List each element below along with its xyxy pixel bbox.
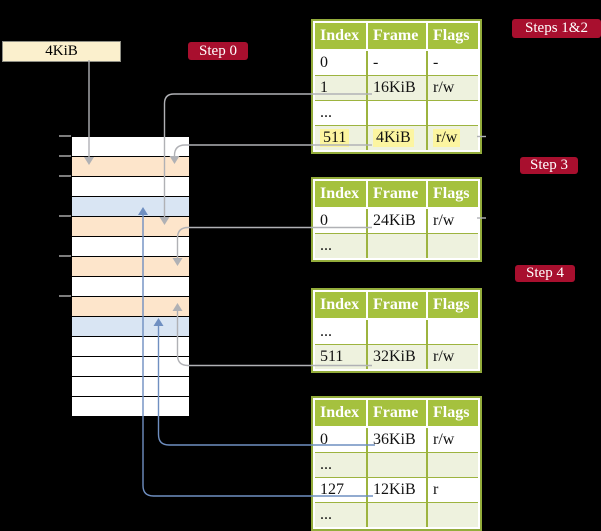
column-header: Flags — [428, 292, 478, 318]
table-cell — [428, 234, 478, 258]
table-cell: 24KiB — [368, 209, 426, 233]
table-cell — [428, 320, 478, 344]
table-row: 511 4KiB r/w — [315, 125, 478, 150]
table-row: ... — [315, 100, 478, 125]
table-cell: r — [428, 478, 478, 502]
memory-frame-row-2 — [72, 177, 189, 197]
memory-frame-row-12 — [72, 377, 189, 397]
column-header: Index — [315, 23, 366, 49]
memory-stack — [71, 136, 190, 417]
step-0-badge: Step 0 — [188, 42, 248, 60]
table-cell: r/w — [428, 345, 478, 369]
column-header: Flags — [428, 23, 478, 49]
column-header: Index — [315, 181, 366, 207]
table-cell: ... — [315, 503, 366, 527]
column-header: Frame — [368, 400, 426, 426]
table-cell: - — [428, 51, 478, 75]
table-cell: 511 — [315, 126, 366, 150]
table-row: ... — [315, 233, 478, 258]
column-header: Frame — [368, 181, 426, 207]
table-cell: 16KiB — [368, 76, 426, 100]
table-cell: 36KiB — [368, 428, 426, 452]
memory-frame-row-13 — [72, 397, 189, 416]
table-cell: r/w — [428, 126, 478, 150]
table-row: ... — [315, 452, 478, 477]
page-size-box: 4KiB — [2, 41, 121, 62]
address-tick — [59, 215, 71, 217]
table-row: ... — [315, 502, 478, 527]
highlighted-value: 4KiB — [373, 129, 414, 147]
table-cell: 0 — [315, 209, 366, 233]
column-header: Index — [315, 400, 366, 426]
table-cell: 0 — [315, 51, 366, 75]
memory-frame-row-5 — [72, 237, 189, 257]
table-cell — [368, 453, 426, 477]
address-tick — [59, 155, 71, 157]
address-tick — [59, 295, 71, 297]
table-cell: 12KiB — [368, 478, 426, 502]
memory-frame-row-3 — [72, 197, 189, 217]
table-cell: ... — [315, 320, 366, 344]
table-cell — [368, 503, 426, 527]
memory-frame-row-7 — [72, 277, 189, 297]
table-row: ... — [315, 320, 478, 344]
table-cell: 127 — [315, 478, 366, 502]
memory-frame-row-9 — [72, 317, 189, 337]
table-cell: 32KiB — [368, 345, 426, 369]
highlighted-value: 511 — [320, 129, 350, 147]
memory-frame-row-1 — [72, 157, 189, 177]
highlighted-value: r/w — [433, 129, 461, 147]
table-cell: 4KiB — [368, 126, 426, 150]
table-cell: 0 — [315, 428, 366, 452]
memory-frame-row-10 — [72, 337, 189, 357]
address-tick — [59, 135, 71, 137]
column-header: Frame — [368, 23, 426, 49]
table-row: 0-- — [315, 51, 478, 75]
table-cell: 511 — [315, 345, 366, 369]
table-cell: r/w — [428, 428, 478, 452]
table-cell — [368, 101, 426, 125]
column-header: Frame — [368, 292, 426, 318]
table-cell — [368, 234, 426, 258]
memory-frame-row-8 — [72, 297, 189, 317]
memory-frame-row-0 — [72, 137, 189, 157]
table-cell — [428, 503, 478, 527]
table-cell: - — [368, 51, 426, 75]
table-cell: ... — [315, 101, 366, 125]
table-cell — [368, 320, 426, 344]
table-cell: ... — [315, 453, 366, 477]
table-cell — [428, 101, 478, 125]
address-tick — [59, 175, 71, 177]
address-tick — [59, 255, 71, 257]
step-3-badge: Step 3 — [520, 157, 578, 174]
table-cell: r/w — [428, 76, 478, 100]
steps-1-2-badge: Steps 1&2 — [512, 19, 601, 38]
column-header: Flags — [428, 181, 478, 207]
table-cell: 1 — [315, 76, 366, 100]
step-4-badge: Step 4 — [515, 265, 575, 282]
memory-frame-row-6 — [72, 257, 189, 277]
table-cell — [428, 453, 478, 477]
table-cell: ... — [315, 234, 366, 258]
memory-frame-row-4 — [72, 217, 189, 237]
column-header: Flags — [428, 400, 478, 426]
column-header: Index — [315, 292, 366, 318]
table-cell: r/w — [428, 209, 478, 233]
memory-frame-row-11 — [72, 357, 189, 377]
